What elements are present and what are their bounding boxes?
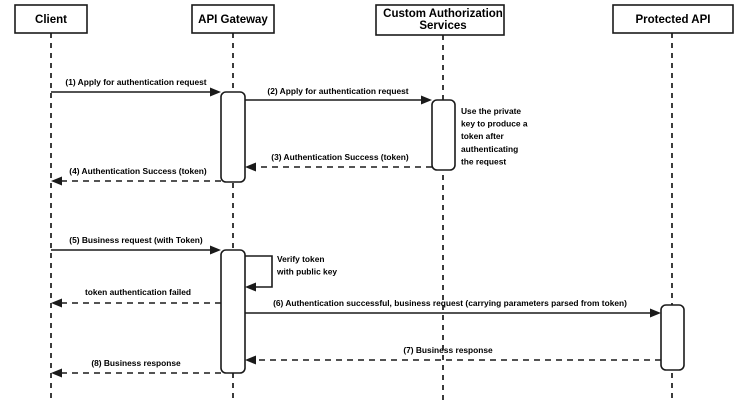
message-5[interactable]: (5) Business request (with Token) — [51, 235, 221, 255]
message-3-label: (3) Authentication Success (token) — [271, 152, 409, 162]
participant-client-box — [14, 4, 88, 34]
message-7-label: (7) Business response — [403, 345, 493, 355]
message-1[interactable]: (1) Apply for authentication request — [51, 77, 221, 97]
message-2-label: (2) Apply for authentication request — [267, 86, 408, 96]
message-4[interactable]: (4) Authentication Success (token) — [51, 166, 221, 186]
participant-api-gateway-label: API Gateway — [198, 14, 268, 26]
activation-bar-api-gateway-business — [220, 249, 246, 374]
message-3-arrowhead — [245, 162, 256, 172]
message-6-arrowhead — [650, 308, 661, 318]
participant-protected-api[interactable]: Protected API — [612, 4, 734, 34]
activation-bar-protected-api — [660, 304, 685, 371]
message-2-arrowhead — [421, 95, 432, 105]
participant-protected-api-label: Protected API — [636, 14, 711, 26]
note-private-key-line-3: token after — [461, 131, 505, 141]
activations-layer — [220, 91, 685, 374]
message-5-label: (5) Business request (with Token) — [69, 235, 203, 245]
message-token-failed-arrowhead — [51, 298, 62, 308]
activation-bar-custom-authorization-services — [431, 99, 456, 171]
message-4-label: (4) Authentication Success (token) — [69, 166, 207, 176]
self-message-label-line-2: with public key — [276, 267, 337, 277]
message-1-label: (1) Apply for authentication request — [65, 77, 206, 87]
message-8-label: (8) Business response — [91, 358, 181, 368]
note-private-key-line-4: authenticating — [461, 144, 518, 154]
self-message-label-line-1: Verify token — [277, 254, 324, 264]
participant-custom-authorization-services-label-line-2: Services — [419, 20, 466, 32]
participant-custom-authorization-services-label-line-1: Custom Authorization — [383, 8, 503, 20]
message-8[interactable]: (8) Business response — [51, 358, 221, 378]
participant-api-gateway[interactable]: API Gateway — [191, 4, 275, 34]
message-6-label: (6) Authentication successful, business … — [273, 298, 627, 308]
message-3[interactable]: (3) Authentication Success (token) — [245, 152, 432, 172]
self-message-verify-token[interactable]: Verify token with public key — [245, 254, 337, 292]
message-2[interactable]: (2) Apply for authentication request — [245, 86, 432, 105]
participant-api-gateway-box — [191, 4, 275, 34]
message-token-failed-label: token authentication failed — [85, 287, 191, 297]
message-6[interactable]: (6) Authentication successful, business … — [245, 298, 661, 318]
message-token-authentication-failed[interactable]: token authentication failed — [51, 287, 221, 308]
note-private-key-line-5: the request — [461, 156, 506, 166]
participant-custom-authorization-services-box — [375, 4, 505, 36]
message-8-arrowhead — [51, 368, 62, 378]
participant-client[interactable]: Client — [14, 4, 88, 34]
activation-bar-api-gateway-auth — [220, 91, 246, 183]
message-7-arrowhead — [245, 355, 256, 365]
self-message-path — [245, 255, 273, 288]
message-1-arrowhead — [210, 87, 221, 97]
note-private-key: Use the private key to produce a token a… — [461, 106, 528, 166]
note-private-key-line-1: Use the private — [461, 106, 521, 116]
message-4-arrowhead — [51, 176, 62, 186]
note-private-key-line-2: key to produce a — [461, 119, 528, 129]
self-message-arrowhead — [245, 282, 256, 292]
participant-protected-api-box — [612, 4, 734, 34]
participant-custom-authorization-services[interactable]: Custom Authorization Services — [375, 4, 505, 36]
message-7[interactable]: (7) Business response — [245, 345, 661, 365]
message-5-arrowhead — [210, 245, 221, 255]
participant-client-label: Client — [35, 14, 67, 26]
